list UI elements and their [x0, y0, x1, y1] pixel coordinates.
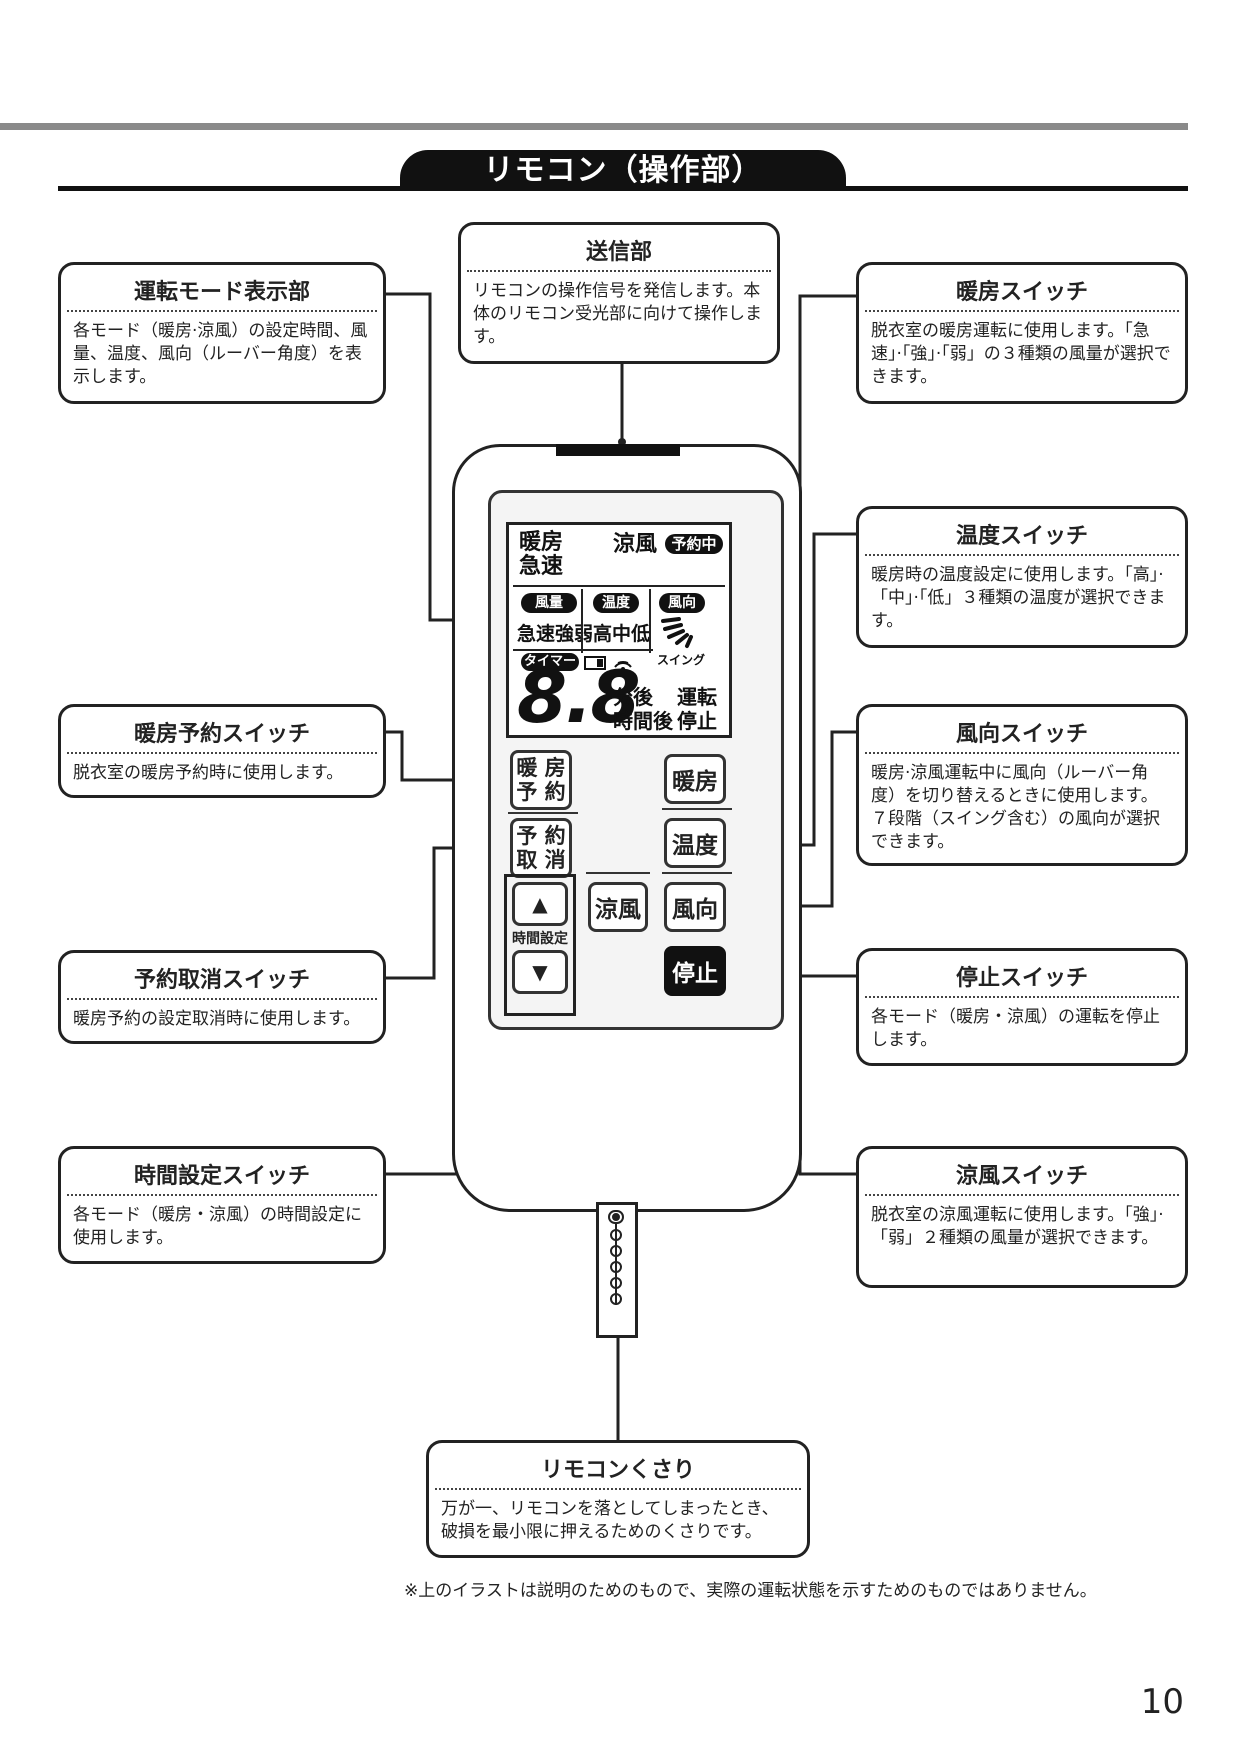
lcd-divider: [513, 649, 653, 651]
callout-temp-switch: 温度スイッチ 暖房時の温度設定に使用します。「高」·「中」·「低」３種類の温度が…: [856, 506, 1188, 648]
button-divider: [508, 812, 578, 814]
callout-title: 停止スイッチ: [865, 951, 1179, 998]
heat-button[interactable]: 暖房: [664, 754, 726, 804]
callout-heat-reserve-switch: 暖房予約スイッチ 脱衣室の暖房予約時に使用します。: [58, 704, 386, 798]
callout-body: リモコンの操作信号を発信します。本体のリモコン受光部に向けて操作します。: [473, 281, 762, 347]
lcd-cool: 涼風: [613, 532, 658, 557]
callout-mode-display: 運転モード表示部 各モード（暖房·涼風）の設定時間、風量、温度、風向（ルーバー角…: [58, 262, 386, 404]
callout-body: 暖房予約の設定取消時に使用します。: [73, 1009, 361, 1029]
heat-reserve-button[interactable]: 暖 房 予 約: [510, 750, 572, 810]
callout-body: 各モード（暖房・涼風）の時間設定に使用します。: [73, 1205, 362, 1248]
lcd-vdivider: [649, 589, 651, 653]
callout-title: 時間設定スイッチ: [67, 1149, 377, 1196]
temp-button[interactable]: 温度: [664, 818, 726, 868]
callout-time-switch: 時間設定スイッチ 各モード（暖房・涼風）の時間設定に使用します。: [58, 1146, 386, 1264]
lcd-vdivider: [581, 589, 583, 653]
remote-chain: [596, 1202, 638, 1338]
callout-direction-switch: 風向スイッチ 暖房·涼風運転中に風向（ルーバー角度）を切り替えるときに使用します…: [856, 704, 1188, 866]
page-title: リモコン（操作部）: [400, 150, 846, 190]
callout-title: リモコンくさり: [435, 1443, 801, 1490]
time-set-label: 時間設定: [512, 931, 568, 947]
button-divider: [662, 808, 732, 810]
chain-links-icon: [608, 1210, 624, 1305]
callout-title: 運転モード表示部: [67, 265, 377, 312]
louver-icon: [661, 617, 693, 648]
cancel-label-1: 予 約: [516, 824, 566, 848]
header-rule: [0, 123, 1188, 130]
lcd-temp-levels: 高中低: [593, 623, 651, 645]
callout-cancel-switch: 予約取消スイッチ 暖房予約の設定取消時に使用します。: [58, 950, 386, 1044]
callout-body: 暖房·涼風運転中に風向（ルーバー角度）を切り替えるときに使用します。７段階（スイ…: [871, 763, 1160, 852]
callout-body: 脱衣室の涼風運転に使用します。「強」·「弱」２種類の風量が選択できます。: [871, 1205, 1164, 1248]
battery-icon: [584, 656, 632, 671]
callout-title: 送信部: [467, 225, 771, 272]
cancel-label-2: 取 消: [516, 848, 566, 872]
callout-cool-switch: 涼風スイッチ 脱衣室の涼風運転に使用します。「強」·「弱」２種類の風量が選択でき…: [856, 1146, 1188, 1288]
callout-body: 脱衣室の暖房予約時に使用します。: [73, 763, 344, 783]
heat-reserve-label-1: 暖 房: [516, 756, 566, 780]
callout-title: 暖房スイッチ: [865, 265, 1179, 312]
cancel-reserve-button[interactable]: 予 約 取 消: [510, 818, 572, 878]
callout-body: 暖房時の温度設定に使用します。「高」·「中」·「低」３種類の温度が選択できます。: [871, 565, 1166, 631]
direction-button[interactable]: 風向: [664, 882, 726, 932]
callout-title: 予約取消スイッチ: [67, 953, 377, 1000]
lcd-display: 暖房 急速 涼風 予約中 風量 温度 風向 急速強弱 高中低 スイング タイマー…: [506, 522, 732, 738]
lcd-stopped: 停止: [677, 709, 717, 733]
callout-title: 風向スイッチ: [865, 707, 1179, 754]
callout-title: 温度スイッチ: [865, 509, 1179, 556]
callout-body: 万が一、リモコンを落としてしまったとき、破損を最小限に押えるためのくさりです。: [441, 1499, 779, 1542]
time-down-button[interactable]: ▼: [512, 950, 568, 994]
callout-transmitter: 送信部 リモコンの操作信号を発信します。本体のリモコン受光部に向けて操作します。: [458, 222, 780, 364]
lcd-timer-badge: タイマー: [521, 653, 579, 671]
lcd-rapid: 急速: [519, 554, 564, 579]
callout-body: 各モード（暖房·涼風）の設定時間、風量、温度、風向（ルーバー角度）を表示します。: [73, 321, 368, 387]
time-up-button[interactable]: ▲: [512, 882, 568, 926]
callout-stop-switch: 停止スイッチ 各モード（暖房・涼風）の運転を停止します。: [856, 948, 1188, 1066]
lcd-dir-badge: 風向: [659, 593, 705, 613]
callout-body: 各モード（暖房・涼風）の運転を停止します。: [871, 1007, 1160, 1050]
lcd-min-after: 分後: [613, 685, 653, 709]
button-divider: [586, 872, 650, 874]
lcd-swing: スイング: [657, 653, 706, 667]
callout-heat-switch: 暖房スイッチ 脱衣室の暖房運転に使用します。「急速」·「強」·「弱」の３種類の風…: [856, 262, 1188, 404]
time-set-group: [504, 874, 576, 1016]
page-number: 10: [1140, 1682, 1184, 1722]
lcd-fan-badge: 風量: [521, 593, 577, 613]
callout-body: 脱衣室の暖房運転に使用します。「急速」·「強」·「弱」の３種類の風量が選択できま…: [871, 321, 1171, 387]
footnote: ※上のイラストは説明のためのもので、実際の運転状態を示すためのものではありません…: [404, 1581, 1097, 1601]
cool-button[interactable]: 涼風: [588, 882, 648, 932]
callout-title: 涼風スイッチ: [865, 1149, 1179, 1196]
callout-chain: リモコンくさり 万が一、リモコンを落としてしまったとき、破損を最小限に押えるため…: [426, 1440, 810, 1558]
stop-button[interactable]: 停止: [664, 946, 726, 996]
lcd-fan-levels: 急速強弱: [517, 623, 594, 645]
lcd-divider: [513, 585, 725, 587]
lcd-hour-after: 時間後: [613, 709, 673, 733]
lcd-temp-badge: 温度: [593, 593, 639, 613]
button-divider: [662, 872, 732, 874]
lcd-heat: 暖房: [519, 530, 564, 555]
lcd-digits: 8.8: [517, 655, 641, 739]
callout-title: 暖房予約スイッチ: [67, 707, 377, 754]
lcd-running: 運転: [677, 685, 717, 709]
lcd-reserve-badge: 予約中: [665, 534, 723, 554]
heat-reserve-label-2: 予 約: [516, 780, 566, 804]
transmitter-window: [556, 444, 680, 456]
